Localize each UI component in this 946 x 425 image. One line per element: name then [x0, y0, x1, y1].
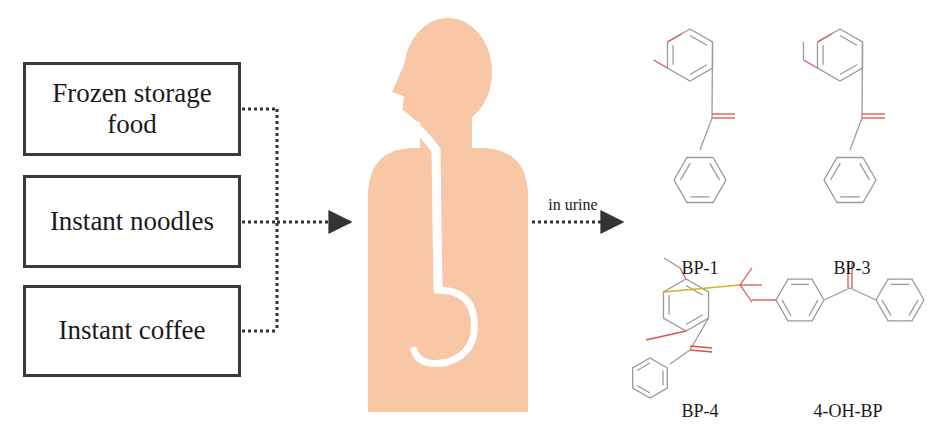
- food-name: Instant noodles: [42, 202, 222, 241]
- bond: [909, 300, 918, 316]
- bond: [690, 350, 712, 352]
- bond: [681, 163, 691, 180]
- bond: [831, 163, 841, 180]
- benzene-ring: [817, 29, 862, 81]
- bond: [700, 118, 712, 150]
- bond: [840, 196, 860, 197]
- bond: [664, 258, 680, 268]
- bond: [670, 350, 690, 364]
- compound-name: 4-OH-BP: [813, 401, 882, 422]
- bond: [862, 117, 885, 118]
- benzene-ring: [667, 29, 712, 81]
- bond: [882, 300, 891, 316]
- dotted-merge-lines: [242, 109, 350, 331]
- bond: [782, 300, 791, 316]
- bond: [712, 113, 735, 114]
- urine-arrow: [532, 221, 622, 224]
- bond: [809, 300, 818, 316]
- bond: [861, 42, 863, 118]
- bond: [646, 331, 686, 340]
- bond: [710, 163, 720, 180]
- human-figure: [368, 18, 528, 412]
- bond: [803, 42, 804, 60]
- food-name: Frozen storage food: [26, 74, 238, 144]
- bond: [690, 65, 707, 75]
- bond: [662, 371, 663, 386]
- food-source-box: Frozen storage food: [23, 62, 241, 156]
- bond: [668, 295, 669, 315]
- bond: [690, 36, 707, 46]
- benzene-ring: [674, 157, 726, 202]
- benzene-ring: [876, 279, 924, 321]
- bond: [740, 284, 762, 285]
- bond: [822, 45, 823, 65]
- bond: [840, 65, 857, 75]
- bond: [791, 284, 809, 285]
- bond: [637, 363, 650, 371]
- bond: [752, 299, 776, 300]
- molecule-structures: [633, 29, 924, 398]
- bond: [690, 318, 709, 350]
- compound-name: BP-1: [681, 258, 718, 279]
- bond: [840, 36, 857, 46]
- compound-name: BP-3: [833, 258, 870, 279]
- food-source-box: Instant noodles: [23, 175, 241, 268]
- digestive-tract: [398, 112, 474, 364]
- benzene-ring: [663, 279, 708, 331]
- benzene-ring: [776, 279, 824, 321]
- bond: [740, 268, 752, 285]
- bond: [817, 34, 831, 42]
- bond: [712, 117, 735, 118]
- bond: [711, 42, 713, 118]
- bond: [672, 45, 673, 65]
- arrow-label: in urine: [548, 196, 597, 214]
- bond: [860, 163, 870, 180]
- bond: [690, 346, 712, 348]
- bond: [637, 386, 650, 394]
- food-name: Instant coffee: [50, 311, 213, 350]
- bond: [803, 60, 817, 68]
- bond: [862, 113, 885, 114]
- benzene-ring: [633, 358, 668, 398]
- benzene-ring: [824, 157, 876, 202]
- bond: [663, 285, 740, 292]
- bond: [653, 60, 667, 68]
- bond: [667, 34, 681, 42]
- bond: [740, 285, 752, 302]
- bond: [850, 118, 862, 150]
- food-source-box: Instant coffee: [23, 285, 241, 377]
- bond: [824, 288, 850, 300]
- bond: [891, 284, 909, 285]
- bond: [850, 288, 876, 300]
- compound-name: BP-4: [681, 401, 718, 422]
- bond: [690, 196, 710, 197]
- bond: [686, 286, 703, 296]
- bond: [686, 315, 703, 325]
